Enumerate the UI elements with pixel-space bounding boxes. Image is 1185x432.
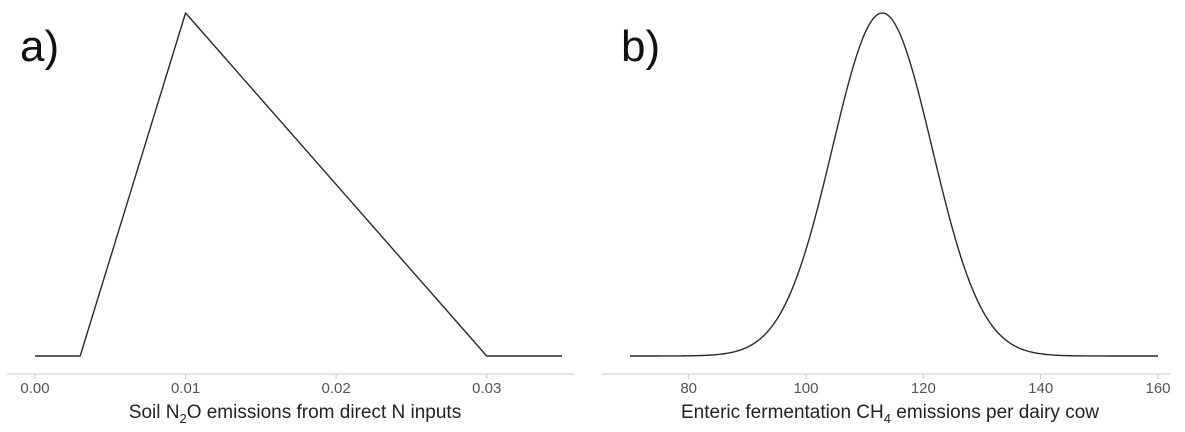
panel-a-xlabel-part2: O emissions from direct N inputs [186, 402, 462, 423]
panel-b-plot: 80 100 120 140 160 [602, 12, 1171, 397]
panel-a-xlabel-sub: 2 [179, 410, 187, 426]
panel-a-x-tick-label: 0.01 [171, 380, 200, 397]
panel-a-plot: 0.00 0.01 0.02 0.03 [7, 12, 574, 397]
panel-a-x-tick-label: 0.03 [472, 380, 501, 397]
panel-a-xlabel-part1: Soil N [128, 402, 180, 423]
panel-b-series-line [630, 12, 1158, 357]
panel-b-x-tick-label: 80 [680, 380, 697, 397]
panel-b-label: b) [621, 22, 661, 71]
panel-b-xlabel-part1: Enteric fermentation CH [680, 402, 884, 423]
panel-b-xlabel-sub: 4 [883, 410, 891, 426]
panel-a-x-axis-label: Soil N2O emissions from direct N inputs [0, 402, 590, 426]
panel-b-x-tick-label: 100 [793, 380, 818, 397]
panel-a-label: a) [20, 22, 60, 71]
panel-a-series-line [35, 12, 562, 357]
panel-b-x-axis-label: Enteric fermentation CH4 emissions per d… [595, 402, 1185, 426]
panel-b-x-tick-label: 160 [1145, 380, 1170, 397]
panel-a-x-tick-label: 0.00 [20, 380, 49, 397]
panel-b: b) 80 100 120 140 160 Enteric fermentation C… [595, 0, 1185, 432]
panel-b-x-tick-label: 120 [911, 380, 936, 397]
panel-b-xlabel-part2: emissions per dairy cow [890, 402, 1099, 423]
panel-a-x-tick-label: 0.02 [322, 380, 351, 397]
panel-a: a) 0.00 0.01 0.02 0.03 Soil N2O emissions f… [0, 0, 590, 432]
panel-b-x-tick-label: 140 [1028, 380, 1053, 397]
